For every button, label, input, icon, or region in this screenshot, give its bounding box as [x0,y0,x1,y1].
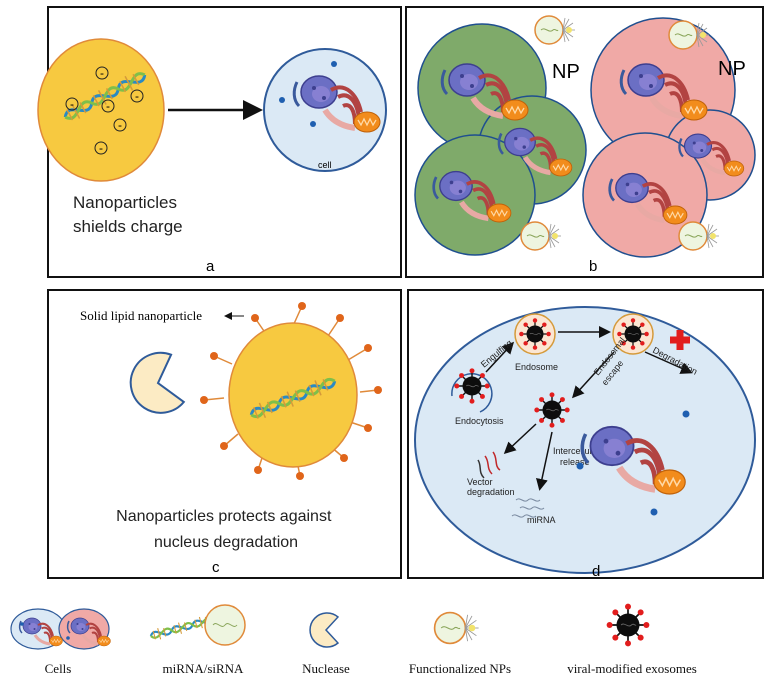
pathway-arrows [485,326,693,491]
legend-label-cells: Cells [45,661,72,676]
legend: Cells miRNA/siRNA Nuclease Functionalize… [10,602,697,676]
endosome-label: Endosome [515,362,558,372]
panel-letter-b: b [589,258,597,275]
legend-functionalized-np-icon [433,611,480,645]
panel-c-caption: Nanoparticles protects against nucleus d… [116,508,336,551]
sln-label: Solid lipid nanoparticle [80,308,202,323]
mirna-label: miRNA [527,515,556,525]
panel-letter-c: c [212,559,220,576]
intercellular-label: Intercellular [553,446,600,456]
vector-fragments-icon [477,451,501,479]
np-label: NP [552,61,580,83]
vesicle [310,121,316,127]
vector-label: Vector [467,477,493,487]
endocytosis-label: Endocytosis [455,416,504,426]
vesicle [682,410,690,418]
legend-label-nuclease: Nuclease [302,661,350,676]
np-label: NP [718,58,746,80]
panel-letter-d: d [592,563,600,580]
svg-text:-: - [99,141,103,155]
lipid-spikes [200,302,382,480]
solid-lipid-nanoparticle [228,322,358,468]
svg-text:-: - [106,99,110,113]
panel-c: Solid lipid nanoparticle Nanoparticles p… [47,289,402,579]
svg-text:-: - [135,89,139,103]
panel-a: - - - - - - cell Nanoparticles shields c… [37,6,402,278]
nuclease-icon [129,351,186,414]
legend-cells-icon [10,608,111,650]
red-cross-icon [670,330,690,350]
caption-line-1: Nanoparticles protects against [116,508,332,525]
mirna-strands-icon [511,498,545,518]
panel-letter-a: a [206,258,215,275]
vesicle [650,508,658,516]
legend-mirna-np-icon [204,604,246,646]
caption-line-2: shields charge [73,217,183,236]
vesicle [331,61,337,67]
legend-label-functionalized-nps: Functionalized NPs [409,661,511,676]
panel-d: Engulfing Endosome Degradation Endosomal… [407,289,764,580]
svg-text:-: - [70,97,74,111]
legend-exosome-icon [605,602,651,648]
legend-label-exosomes: viral-modified exosomes [567,661,697,676]
legend-label-mirna: miRNA/siRNA [163,661,245,676]
release-label: release [560,457,590,467]
svg-text:-: - [118,118,122,132]
negative-charges: - - - - - - [65,66,144,155]
legend-nuclease-icon [309,612,340,648]
cell-label: cell [318,160,332,170]
cell-green [414,134,536,256]
caption-line-1: Nanoparticles [73,193,177,212]
vector-degradation-label: degradation [467,487,515,497]
svg-text:-: - [100,66,104,80]
panel-a-caption: Nanoparticles shields charge [73,193,183,236]
vesicle [576,462,584,470]
vesicle [279,97,285,103]
nanoparticle [37,38,165,182]
panel-b: NP NP b [405,6,764,278]
caption-line-2: nucleus degradation [154,534,298,551]
